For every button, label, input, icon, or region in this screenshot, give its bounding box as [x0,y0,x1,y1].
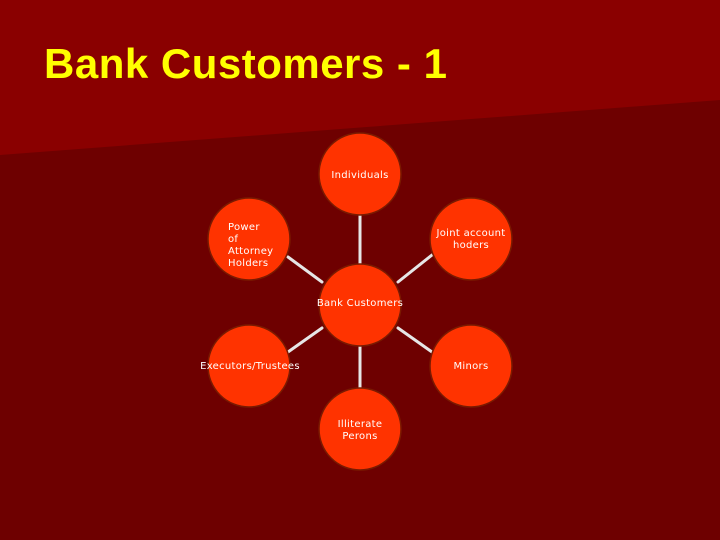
label-minors: Minors [453,361,489,372]
node-joint [429,197,513,281]
label-center: Bank Customers [316,298,404,309]
connector-power [286,255,324,284]
label-executors: Executors/Trustees [200,361,300,372]
node-individuals [318,132,402,216]
node-center [318,263,402,347]
connector-executors [286,326,324,354]
connector-joint [396,253,434,284]
slide-title: Bank Customers - 1 [44,40,448,87]
connector-minors [396,326,434,354]
label-individuals: Individuals [331,170,389,181]
node-minors [429,324,513,408]
label-joint: Joint account hoders [436,228,506,251]
node-executors [207,324,291,408]
label-illiterate: Illiterate Perons [337,419,383,442]
node-power [207,197,291,281]
connectors [286,213,434,390]
label-power: Power of Attorney Holders [228,222,274,269]
node-illiterate [318,387,402,471]
